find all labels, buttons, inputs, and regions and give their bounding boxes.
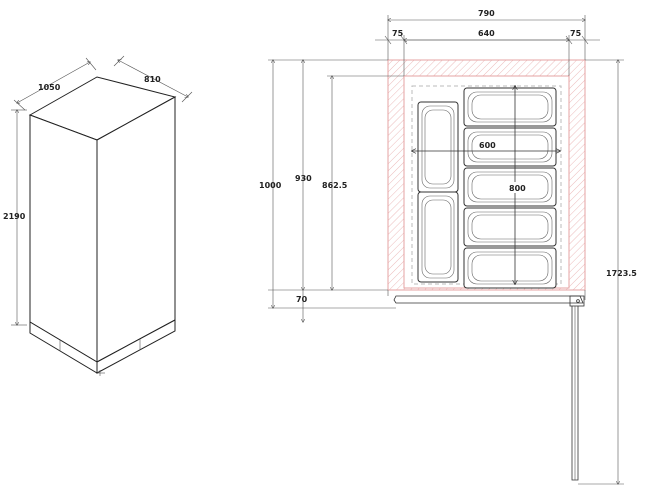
small-pan-bottom [417, 191, 459, 283]
iso-depth-label: 1050 [38, 83, 61, 92]
side-left-label: 75 [392, 29, 404, 38]
depth-862-label: 862.5 [322, 181, 348, 190]
door-swing-label: 1723.5 [606, 269, 637, 278]
total-depth-label: 1000 [259, 181, 282, 190]
pan-width-label: 600 [479, 141, 496, 150]
door-base-plate [393, 295, 584, 304]
outer-width-label: 790 [478, 9, 495, 18]
large-pan-2 [463, 127, 557, 167]
iso-width-dim-line [118, 60, 188, 97]
pan-depth-label: 800 [509, 184, 526, 193]
door-hinge [569, 295, 585, 307]
door-gap-label: 70 [296, 295, 308, 304]
iso-height-label: 2190 [3, 212, 26, 221]
large-pan-5 [463, 247, 557, 289]
depth-930-label: 930 [295, 174, 312, 183]
small-pan-top [417, 101, 459, 193]
isometric-cabinet: 1050 810 2190 [3, 55, 193, 376]
plan-view: 600 800 790 75 640 75 1000 930 862.5 [259, 9, 637, 484]
cabinet-right-face [96, 96, 176, 363]
iso-depth-dim-line [17, 62, 90, 103]
large-pan-1 [463, 87, 557, 127]
cabinet-base-right [96, 319, 176, 374]
inner-width-label: 640 [478, 29, 495, 38]
side-right-label: 75 [570, 29, 582, 38]
iso-width-label: 810 [144, 75, 161, 84]
cabinet-left-face [29, 114, 98, 363]
large-pan-4 [463, 207, 557, 247]
